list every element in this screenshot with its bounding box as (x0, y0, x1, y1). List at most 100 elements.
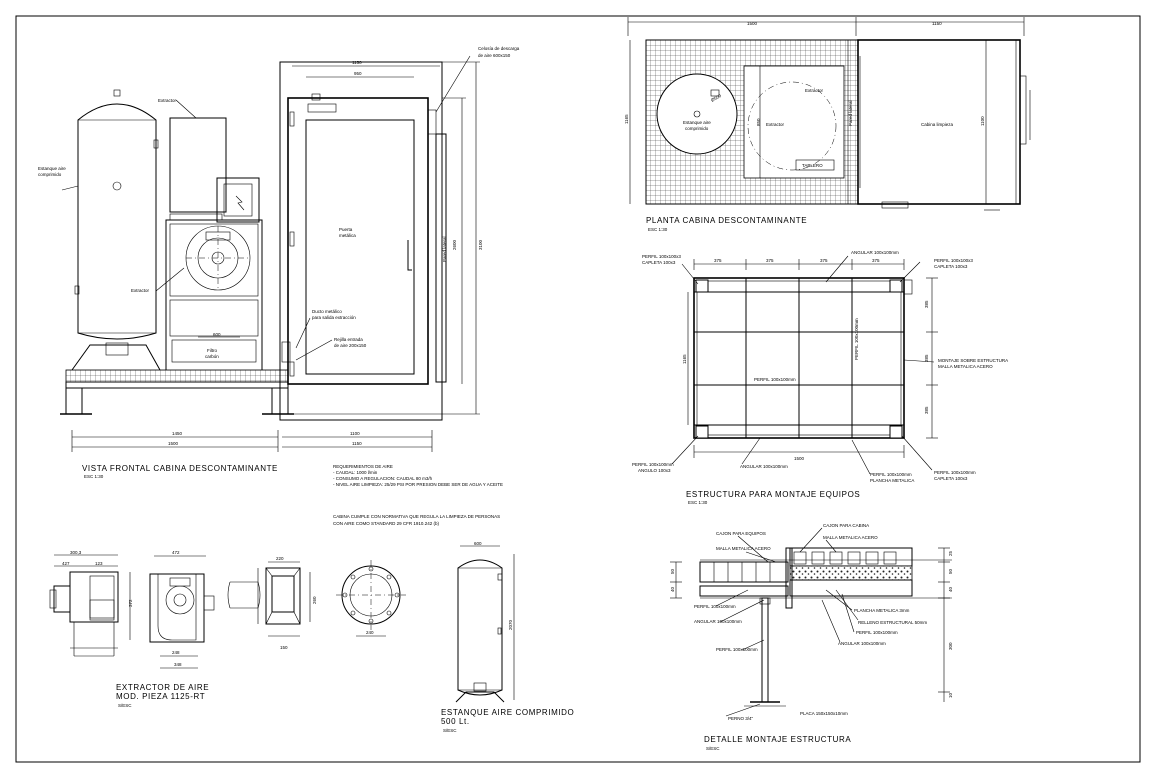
filter-box (171, 339, 257, 363)
svg-text:PERFIL 100x100mm: PERFIL 100x100mm (854, 318, 859, 360)
extractor-scale: S/ESC (118, 703, 132, 708)
electric-hazard-icon (235, 195, 245, 211)
svg-text:375: 375 (766, 258, 774, 263)
svg-text:PERFIL 100x100x3: PERFIL 100x100x3 (934, 258, 973, 263)
svg-text:248: 248 (172, 650, 180, 655)
svg-text:348: 348 (174, 662, 182, 667)
svg-text:PERFIL 100x100mm: PERFIL 100x100mm (754, 377, 796, 382)
svg-text:472: 472 (172, 550, 180, 555)
electrical-panel (216, 177, 260, 223)
svg-text:ANGULAR 100x100mm: ANGULAR 100x100mm (694, 619, 742, 624)
svg-text:PERNO 3/4": PERNO 3/4" (728, 716, 754, 721)
tank-detail-body (457, 559, 503, 696)
svg-text:PERFIL 100x100x3: PERFIL 100x100x3 (642, 254, 681, 259)
sheet-border (15, 15, 1141, 763)
general-notes: REQUERIMIENTOS DE AIRE - CAUDAL: 1000 l/… (333, 464, 503, 526)
extractor-model: MOD. PIEZA 1125-RT (116, 692, 205, 701)
filter-label-2: carbón (205, 354, 219, 359)
front-view-title: VISTA FRONTAL CABINA DESCONTAMINANTE (82, 464, 278, 473)
structure-mount-detail: CAJON PARA EQUIPOS MALLA METALICA ACERO … (670, 523, 953, 751)
base-grating (65, 369, 289, 383)
svg-text:MALLA METALICA ACERO: MALLA METALICA ACERO (938, 364, 993, 369)
svg-text:25: 25 (948, 550, 953, 556)
detail-title: DETALLE MONTAJE ESTRUCTURA (704, 735, 851, 744)
tank-label-1: Estanque aire (38, 166, 66, 171)
vent-label-2: de aire 200x150 (334, 343, 367, 348)
svg-text:427: 427 (62, 561, 70, 566)
cabin-door (305, 119, 415, 375)
svg-text:10: 10 (948, 692, 953, 698)
svg-text:PLACA 150x150x10mm: PLACA 150x150x10mm (800, 711, 848, 716)
plan-dim-1165: 1165 (624, 114, 629, 124)
extractor-side (69, 571, 119, 623)
svg-text:375: 375 (820, 258, 828, 263)
tank-capacity: 500 Lt. (441, 717, 470, 726)
plan-dim-1100: 1100 (980, 116, 985, 126)
svg-text:40: 40 (948, 586, 953, 592)
svg-text:ANGULAR 100x100mm: ANGULAR 100x100mm (740, 464, 788, 469)
tank-label-2: comprimido (38, 172, 62, 177)
dim-950: 950 (354, 71, 362, 76)
air-extractor-detail: 300,3 427 123 472 372 248 348 220 260 15… (49, 550, 406, 708)
plan-side-label: Pared lateral (848, 100, 853, 126)
svg-text:MALLA METALICA ACERO: MALLA METALICA ACERO (823, 535, 878, 540)
side-label: Pared lateral (442, 236, 447, 262)
svg-text:375: 375 (872, 258, 880, 263)
plan-view-scale: ESC 1:30 (648, 227, 668, 232)
right-grating-section (789, 547, 913, 567)
svg-text:PERFIL 100x100mm: PERFIL 100x100mm (694, 604, 736, 609)
dim-600: 600 (213, 332, 221, 337)
svg-text:PLANCHA METALICA: PLANCHA METALICA (870, 478, 914, 483)
svg-text:385: 385 (924, 354, 929, 362)
plan-dim-500: Ø500 (710, 93, 722, 103)
svg-text:CAJON PARA CABINA: CAJON PARA CABINA (823, 523, 869, 528)
svg-text:- NIVEL AIRE LIMPIEZA: 25/29 P: - NIVEL AIRE LIMPIEZA: 25/29 PSI POR PRE… (333, 482, 503, 487)
tank-title: ESTANQUE AIRE COMPRIMIDO (441, 708, 574, 717)
svg-text:300,3: 300,3 (70, 550, 82, 555)
door-label-2: metálica (339, 233, 356, 238)
grille-label-1: Celosía de descarga (478, 46, 520, 51)
blower-label: Extractor (131, 288, 150, 293)
fill-layer (789, 565, 913, 581)
extractor-title: EXTRACTOR DE AIRE (116, 683, 209, 692)
svg-text:ANGULAR 100x100mm: ANGULAR 100x100mm (838, 641, 886, 646)
plan-panel-label: TABLERO (802, 163, 823, 168)
cabinet-label: Extractor (158, 98, 177, 103)
svg-text:MONTAJE SOBRE ESTRUCTURA: MONTAJE SOBRE ESTRUCTURA (938, 358, 1008, 363)
svg-text:CABINA CUMPLE CON NORMATIVA QU: CABINA CUMPLE CON NORMATIVA QUE REGULA L… (333, 514, 500, 519)
access-label-2: para salida extracción (312, 315, 356, 320)
svg-text:375: 375 (714, 258, 722, 263)
svg-text:- CAUDAL: 1000 l/min: - CAUDAL: 1000 l/min (333, 470, 378, 475)
structure-scale: ESC 1:30 (688, 500, 708, 505)
plan-tank-circle (656, 73, 738, 155)
dim-3100: 3100 (478, 239, 483, 250)
svg-text:PERFIL 100x100mm: PERFIL 100x100mm (856, 630, 898, 635)
svg-text:1165: 1165 (682, 354, 687, 364)
svg-text:40: 40 (670, 586, 675, 592)
plan-extractor-label: Extractor (805, 88, 824, 93)
svg-text:CAPLETA 100x3: CAPLETA 100x3 (934, 476, 968, 481)
filter-label-1: Filtro (207, 348, 217, 353)
plan-view: 1500 1150 1165 Estanque aire comprimido … (624, 17, 1031, 232)
front-view-scale: ESC 1:30 (84, 474, 104, 479)
air-tank-detail: 600 2070 ESTANQUE AIRE COMPRIMIDO 500 Lt… (441, 541, 574, 733)
plan-cabin-label: Cabina limpieza (921, 122, 954, 127)
cabin-frame (287, 97, 429, 385)
svg-text:600: 600 (474, 541, 482, 546)
plan-view-title: PLANTA CABINA DESCONTAMINANTE (646, 216, 807, 225)
door-handle (407, 240, 412, 271)
equipment-structure: PERFIL 100x100x3 CAPLETA 100x3 ANGULAR 1… (632, 250, 1008, 505)
svg-text:220: 220 (276, 556, 284, 561)
support-column (761, 597, 769, 703)
dim-1150-top: 1150 (352, 60, 362, 65)
svg-text:PERFIL 100x100mm: PERFIL 100x100mm (870, 472, 912, 477)
svg-text:PERFIL 100x100mm: PERFIL 100x100mm (632, 462, 674, 467)
svg-text:REQUERIMIENTOS DE AIRE: REQUERIMIENTOS DE AIRE (333, 464, 393, 469)
svg-text:- CONSUMO A REGULACION: CAUDAL: - CONSUMO A REGULACION: CAUDAL 80 m3/h (333, 476, 433, 481)
svg-text:ANGULO 100x3: ANGULO 100x3 (638, 468, 671, 473)
svg-text:ANGULAR 100x100mm: ANGULAR 100x100mm (851, 250, 899, 255)
structure-title: ESTRUCTURA PARA MONTAJE EQUIPOS (686, 490, 860, 499)
svg-text:PERFIL 100x100mm: PERFIL 100x100mm (716, 647, 758, 652)
